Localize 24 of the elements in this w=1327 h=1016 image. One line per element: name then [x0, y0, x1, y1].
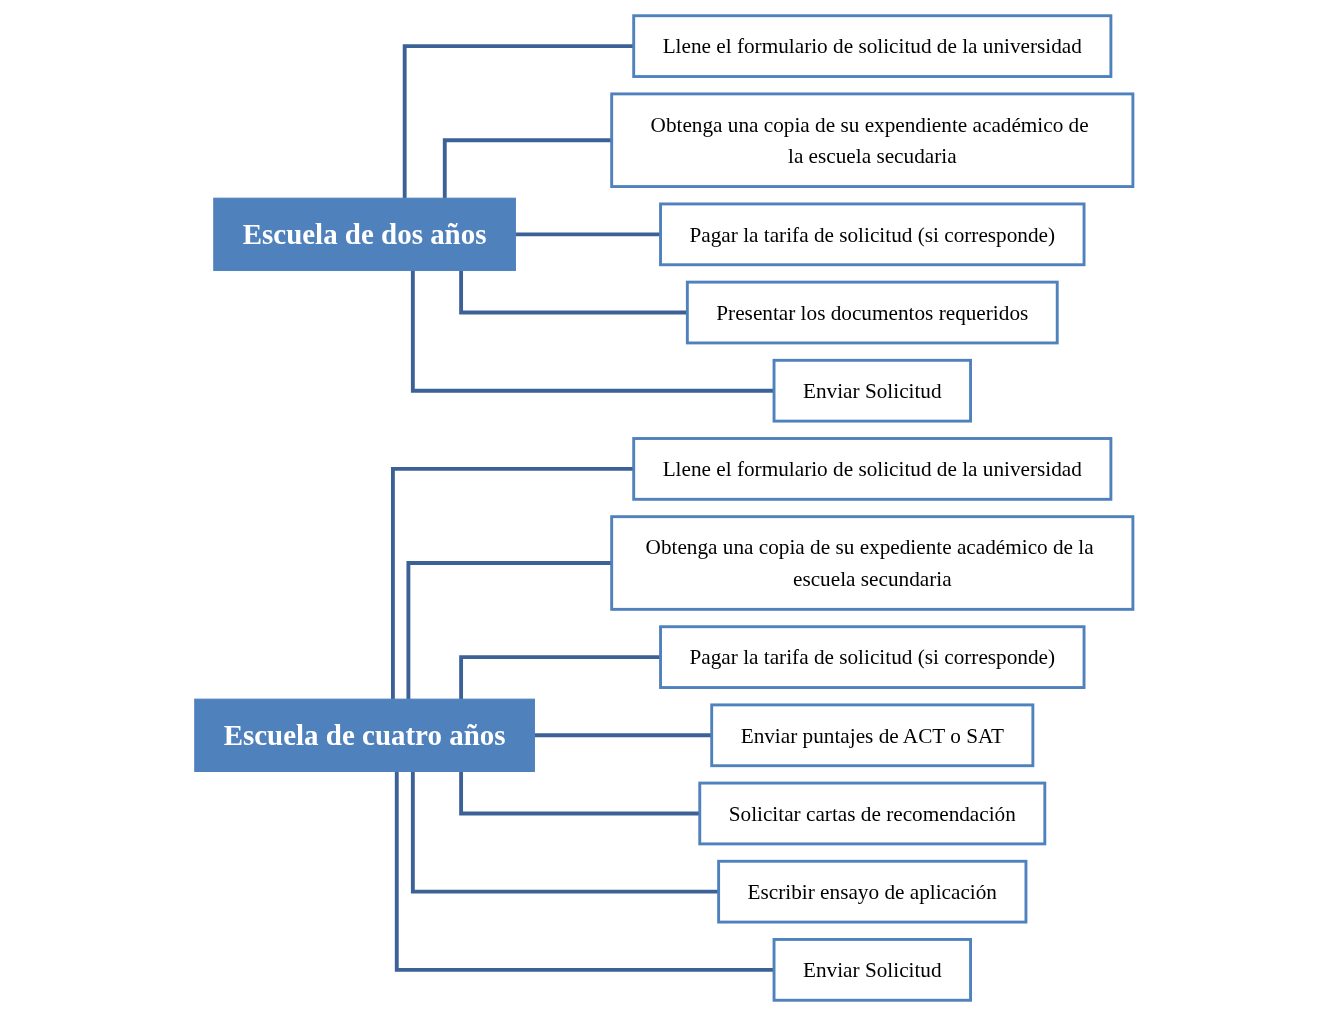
connector: [394, 771, 774, 972]
node-box: Escuela de dos años: [212, 197, 516, 272]
connector: [458, 270, 688, 315]
node-box: Llene el formulario de solicitud de la universidad: [631, 437, 1112, 501]
node-box: Pagar la tarifa de solicitud (si corresponde): [658, 625, 1086, 689]
connector: [410, 270, 774, 393]
node-box: Enviar Solicitud: [772, 358, 972, 423]
node-box: Solicitar cartas de recomendación: [698, 781, 1046, 846]
node-box: Enviar puntajes de ACT o SAT: [709, 703, 1034, 768]
connector: [458, 771, 700, 816]
connector: [402, 44, 634, 199]
node-box: Obtenga una copia de su expendiente académico de la escuela secudaria: [609, 92, 1135, 188]
node-box: Pagar la tarifa de solicitud (si corresponde): [658, 202, 1086, 267]
node-box: Enviar Solicitud: [772, 938, 972, 1002]
connector: [458, 655, 661, 700]
connector: [410, 771, 719, 894]
node-box: Escribir ensayo de aplicación: [716, 859, 1028, 924]
connector: [390, 466, 634, 700]
node-box: Obtenga una copia de su expediente académico de la escuela secundaria: [609, 515, 1135, 611]
node-box: Llene el formulario de solicitud de la universidad: [631, 14, 1112, 78]
node-box: Escuela de cuatro años: [193, 698, 535, 772]
node-box: Presentar los documentos requeridos: [685, 280, 1059, 345]
connector: [406, 561, 612, 700]
connector: [442, 138, 612, 199]
